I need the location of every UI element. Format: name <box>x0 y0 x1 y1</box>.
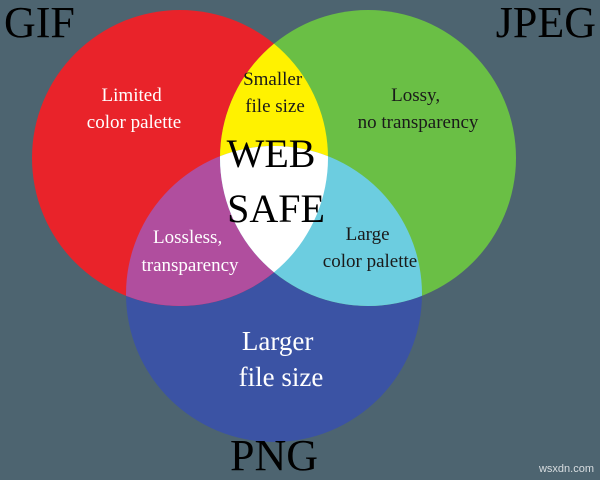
watermark-text: wsxdn.com <box>538 463 594 475</box>
web-safe-text: WEB SAFE <box>227 131 326 231</box>
gif-label: GIF <box>4 0 75 47</box>
jpeg-label: JPEG <box>496 0 596 47</box>
jpeg-only-text: Lossy, no transparency <box>358 85 479 133</box>
gif-only-text: Limited color palette <box>87 85 181 133</box>
jpeg-png-text: Large color palette <box>323 224 417 272</box>
png-label: PNG <box>230 431 318 480</box>
png-only-text: Larger file size <box>239 326 324 392</box>
gif-jpeg-text: Smaller file size <box>243 69 307 117</box>
gif-png-text: Lossless, transparency <box>141 227 239 276</box>
